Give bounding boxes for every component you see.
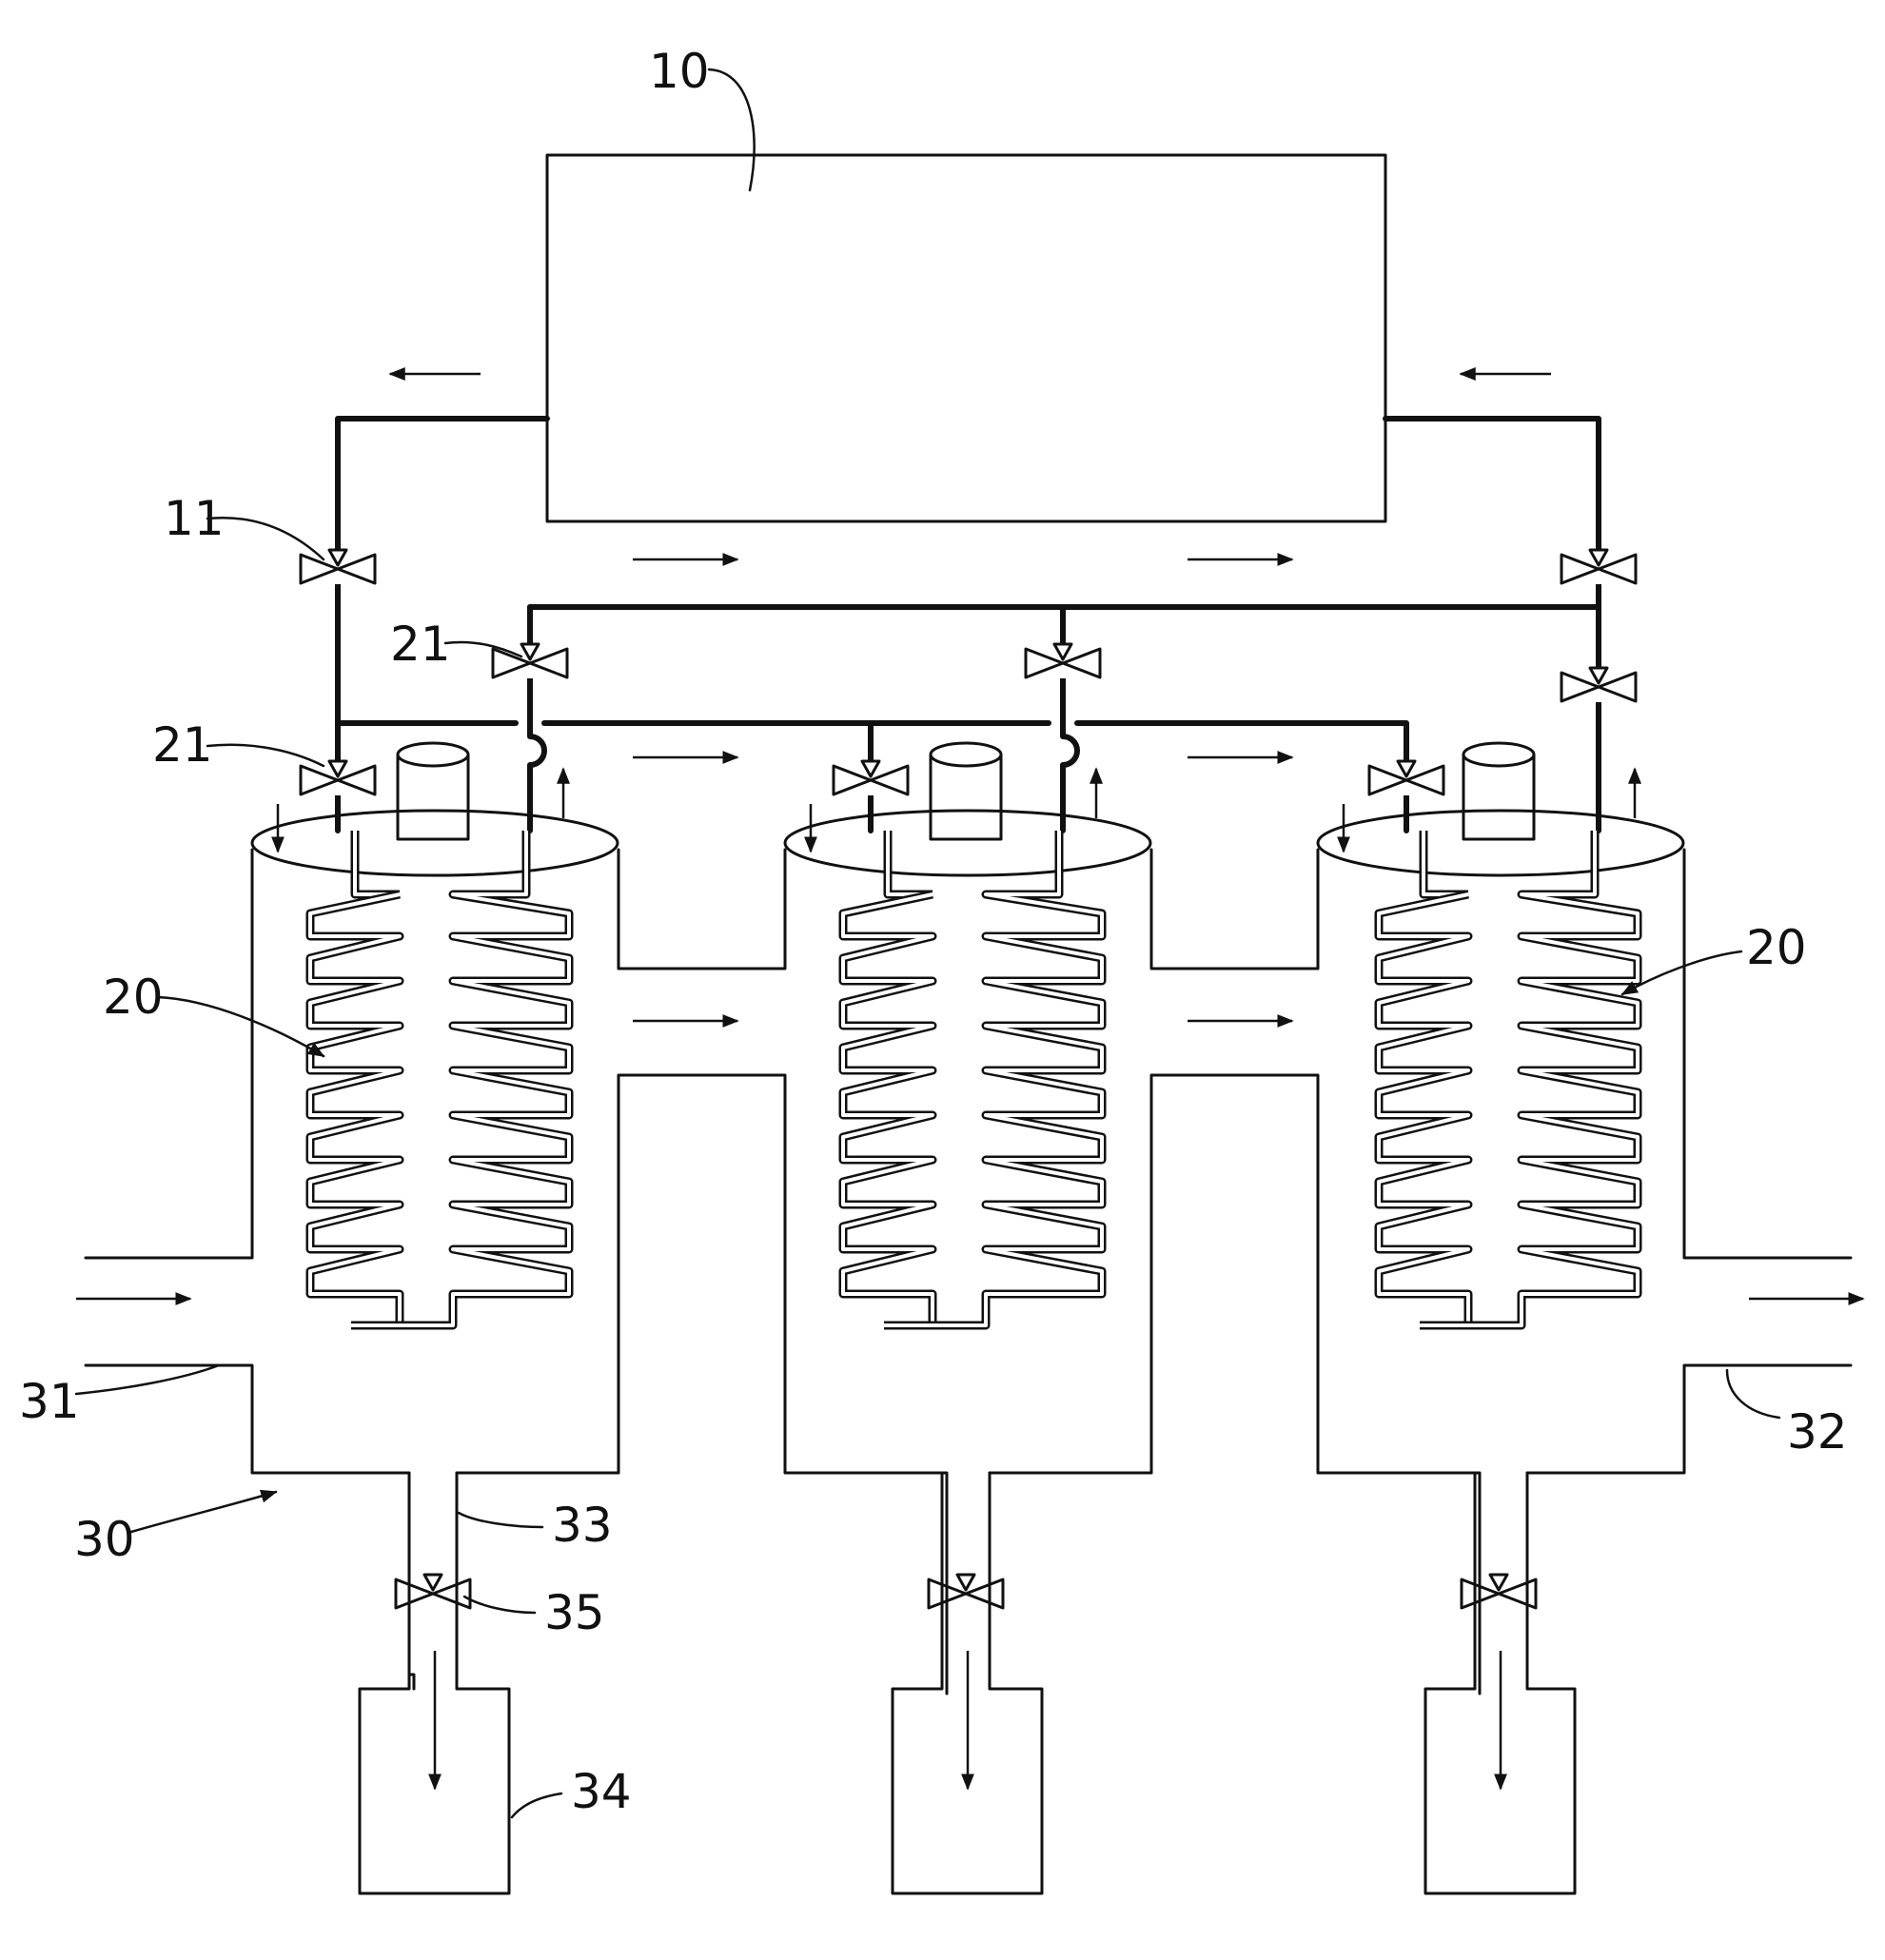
main-valve: [300, 550, 376, 584]
label-outlet: 32: [1787, 1404, 1848, 1460]
coil-right: [1379, 831, 1638, 1325]
branch-valve: [1025, 644, 1101, 678]
label-inlet: 31: [19, 1374, 80, 1429]
branch-valve: [300, 761, 376, 795]
label-drain-valve: 35: [544, 1585, 605, 1640]
refrigeration-unit-box: [547, 155, 1385, 521]
label-refrigeration-unit: 10: [649, 44, 710, 99]
valve: [1561, 550, 1637, 584]
label-drain-pipe: 33: [552, 1498, 613, 1553]
drain-valve: [928, 1575, 1004, 1609]
cooling-coils: [310, 831, 1638, 1325]
leader-lines: [76, 69, 1779, 1817]
label-branch-valve-lower: 21: [152, 717, 213, 773]
branch-valve: [833, 761, 909, 795]
label-coil-right: 20: [1746, 920, 1807, 975]
label-branch-valve-upper: 21: [390, 617, 451, 672]
label-collector: 34: [571, 1764, 632, 1819]
branch-valve: [1368, 761, 1444, 795]
label-coil-left: 20: [103, 970, 164, 1025]
label-main-valve: 11: [164, 491, 225, 546]
coil-middle: [843, 831, 1102, 1325]
drain-valve: [1461, 1575, 1537, 1609]
label-separator: 30: [74, 1512, 135, 1567]
coil-left: [310, 831, 569, 1325]
valve: [1561, 668, 1637, 702]
drain-valve: [395, 1575, 471, 1609]
